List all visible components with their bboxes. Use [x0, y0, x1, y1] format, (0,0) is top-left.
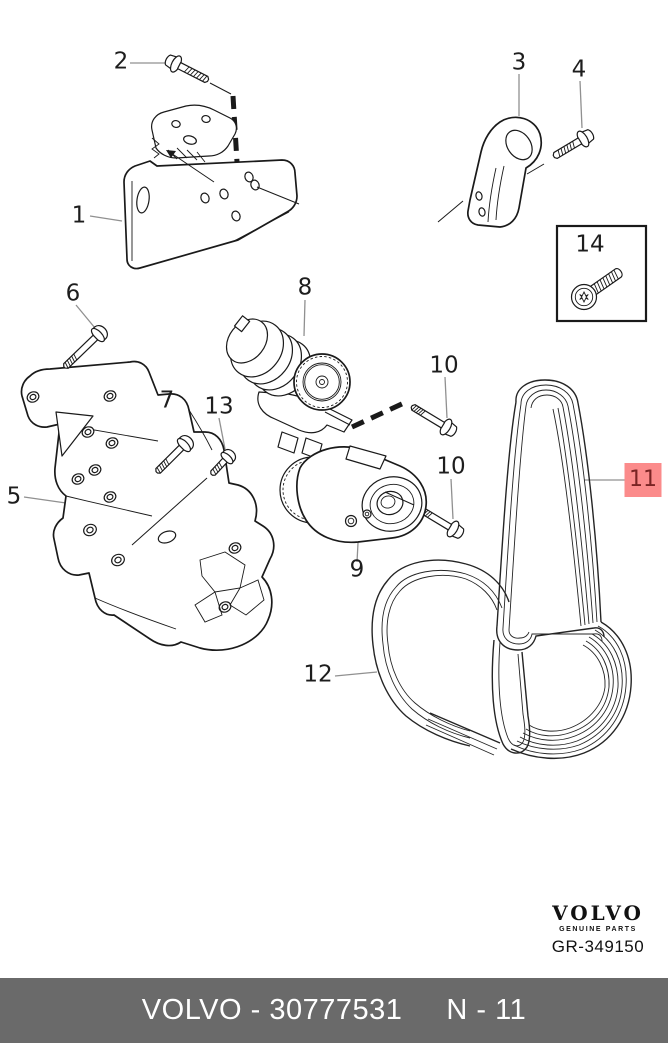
genuine-parts-tagline: GENUINE PARTS [559, 926, 637, 933]
callout-2[interactable]: 2 [113, 48, 129, 75]
part-9-tensioner-mount [279, 445, 428, 544]
callout-12[interactable]: 12 [303, 661, 333, 688]
part-4-bolt [552, 129, 595, 159]
part-10-bolt-upper [410, 404, 458, 437]
callout-11-highlighted[interactable]: 11 [624, 463, 662, 497]
callout-13[interactable]: 13 [204, 393, 234, 420]
part-6-bolt [63, 325, 108, 369]
alignment-dash-part10 [350, 400, 406, 430]
part-14-box [555, 224, 648, 323]
part-1-bracket [123, 104, 300, 270]
footer-part-number: VOLVO - 30777531 [141, 994, 403, 1026]
part-3-bracket [437, 116, 543, 228]
parts-diagram-illustration [20, 54, 648, 760]
callout-10-lower[interactable]: 10 [436, 453, 466, 480]
part-2-bolt [164, 54, 210, 84]
callout-4[interactable]: 4 [571, 56, 587, 83]
graphic-reference: GR-349150 [551, 937, 645, 956]
part-13-bolt [210, 448, 237, 476]
volvo-logo: VOLVO [552, 901, 644, 925]
callout-10-upper[interactable]: 10 [429, 352, 459, 379]
callout-9[interactable]: 9 [349, 556, 365, 583]
part-11-12-serpentine-belt [371, 379, 632, 760]
callout-7[interactable]: 7 [159, 387, 175, 414]
callout-8[interactable]: 8 [297, 274, 313, 301]
part-5-bracket [20, 360, 275, 652]
branding-block: VOLVO GENUINE PARTS GR-349150 [542, 901, 654, 957]
footer-page-number: N - 11 [446, 994, 527, 1026]
callout-3[interactable]: 3 [511, 49, 527, 76]
part-8-tensioner [225, 315, 353, 460]
callout-6[interactable]: 6 [65, 280, 81, 307]
part-7-bolt [155, 435, 194, 474]
footer-bar: VOLVO - 30777531 N - 11 [0, 978, 668, 1043]
callout-1[interactable]: 1 [71, 202, 87, 229]
callout-14[interactable]: 14 [575, 231, 605, 258]
callout-5[interactable]: 5 [6, 483, 22, 510]
